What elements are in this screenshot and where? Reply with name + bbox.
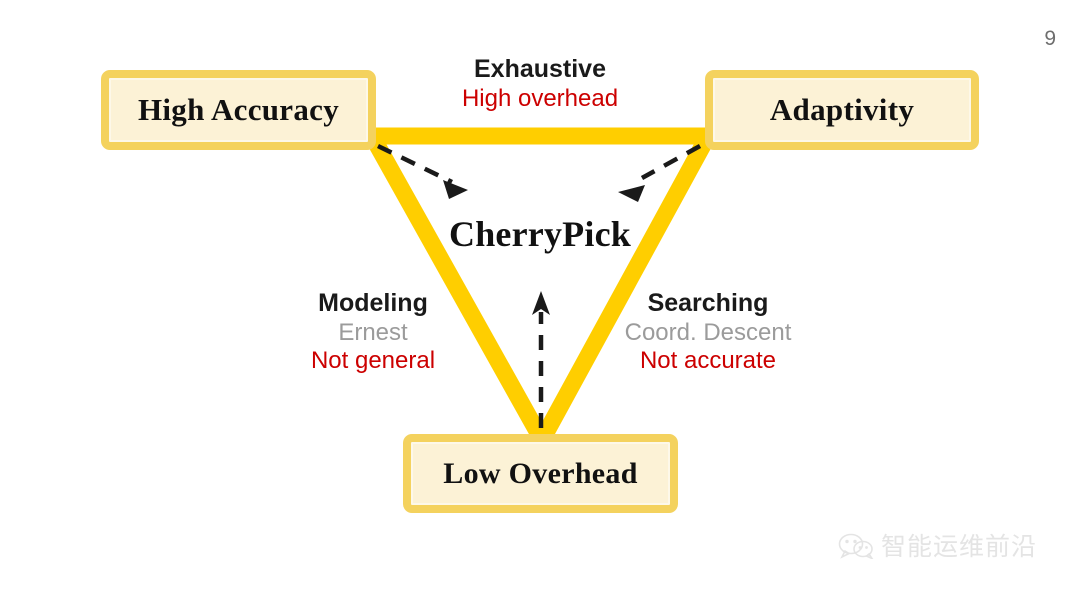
node-adaptivity-label: Adaptivity: [769, 92, 915, 127]
edge-label-top-main: Exhaustive: [473, 55, 606, 83]
triangle-outline: [363, 127, 717, 449]
edge-label-left-warn: Not general: [310, 346, 436, 374]
node-high-accuracy[interactable]: High Accuracy: [101, 70, 376, 150]
center-title: CherryPick: [449, 214, 631, 254]
wechat-logo-icon: [838, 533, 874, 559]
edge-label-left-sub: Ernest: [338, 318, 408, 346]
node-high-accuracy-label: High Accuracy: [137, 92, 340, 127]
node-low-overhead[interactable]: Low Overhead: [403, 434, 678, 513]
edge-label-right-warn: Not accurate: [639, 346, 777, 374]
edge-label-right: Searching Coord. Descent Not accurate: [583, 289, 833, 375]
arrow-top-left-icon: [377, 143, 468, 199]
arrow-bottom-icon: [532, 291, 550, 428]
edge-label-right-sub: Coord. Descent: [624, 318, 792, 346]
edge-label-top-warn: High overhead: [461, 84, 619, 112]
arrow-top-right-icon: [618, 144, 702, 202]
edge-label-left-main: Modeling: [318, 289, 428, 317]
edge-label-top: Exhaustive High overhead: [390, 55, 690, 113]
edge-label-left: Modeling Ernest Not general: [248, 289, 498, 375]
watermark-text: 智能运维前沿: [881, 531, 1038, 561]
edge-label-right-main: Searching: [647, 289, 769, 317]
footer-watermark: 智能运维前沿: [838, 533, 1037, 559]
node-adaptivity[interactable]: Adaptivity: [705, 70, 979, 150]
page-number: 9: [1044, 27, 1056, 50]
node-low-overhead-label: Low Overhead: [443, 456, 638, 490]
